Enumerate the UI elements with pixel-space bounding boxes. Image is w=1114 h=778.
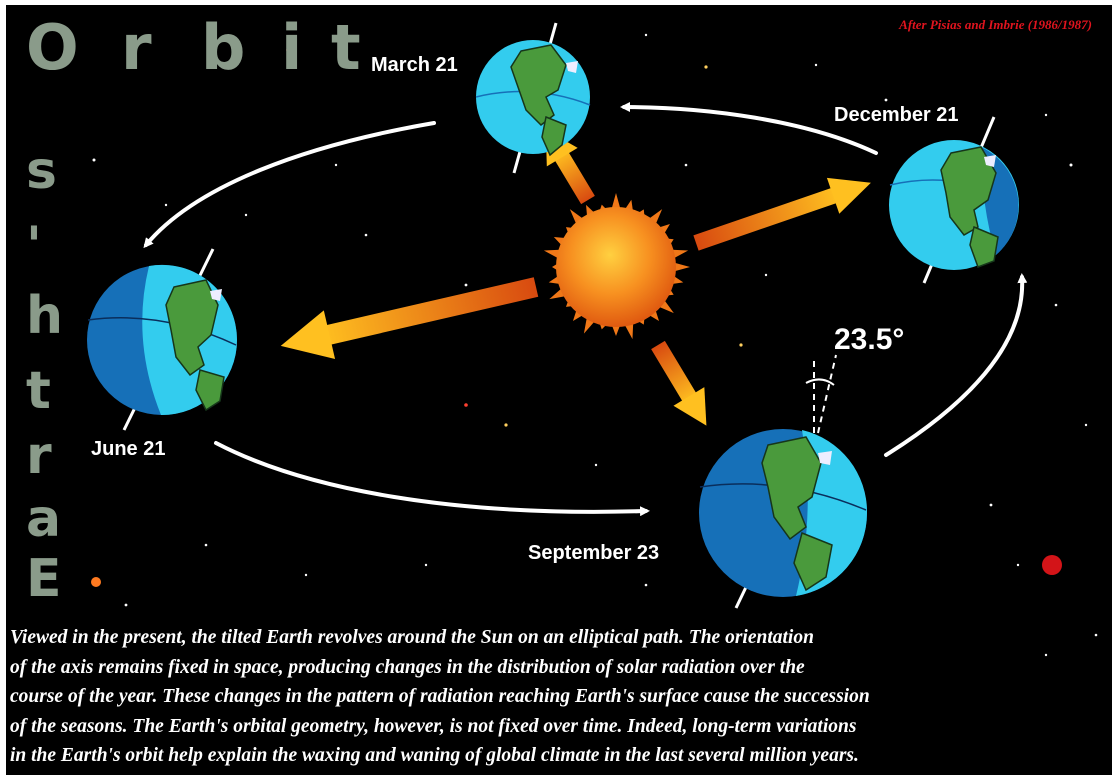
label-june: June 21 [91,438,166,460]
title-vertical-letter-t: t [26,361,51,421]
label-september: September 23 [528,542,660,564]
earth-september [699,354,868,609]
title-vertical-letter-r: r [26,426,52,486]
solar-rays [280,129,871,426]
title-vertical-letter-h: h [26,286,64,346]
credit-text: After Pisias and Imbrie (1986/1987) [899,17,1092,32]
label-tilt-angle: 23.5° [834,323,905,356]
title-letter-o: O [26,11,79,84]
title-vertical-apostrophe: ' [26,216,42,276]
earth-march [475,22,591,174]
orbit-path [143,102,1028,517]
title-vertical-letter-s: s [26,141,57,201]
title-vertical-letter-e: E [26,549,62,609]
title-vertical-letter-a: a [26,489,62,549]
caption-line: of the axis remains fixed in space, prod… [10,656,805,678]
star-field [91,33,1098,657]
title-letter-i: i [281,11,303,84]
ray-to-june [280,277,539,360]
title-letter-r: r [121,11,152,84]
orbit-arrow-december-to-march [620,102,878,155]
label-december: December 21 [834,104,959,126]
earth-december [889,116,1019,284]
caption-line: course of the year. These changes in the… [10,686,870,707]
orbit-arrow-june-to-september [214,441,650,517]
planet-red-dot [1042,555,1062,575]
label-march: March 21 [371,54,458,76]
orbit-arrow-march-to-june [143,121,436,249]
earth-orbit-diagram: O r b i t E a r t h ' s After Pisias and… [6,5,1112,775]
ray-to-september [651,340,707,426]
sun [543,193,690,340]
title-letter-t: t [331,11,361,84]
title-letter-b: b [201,11,246,84]
ray-to-december [693,177,871,251]
tilt-angle-indicator [805,354,837,434]
caption-line: Viewed in the present, the tilted Earth … [10,627,814,648]
planet-orange-dot [91,577,101,587]
orbit-arrow-september-to-december [884,273,1028,457]
caption: Viewed in the present, the tilted Earth … [10,623,1110,771]
caption-line: in the Earth's orbit help explain the wa… [10,745,859,766]
caption-line: of the seasons. The Earth's orbital geom… [10,715,857,737]
diagram-graphics [87,22,1098,657]
earth-june [87,248,238,431]
